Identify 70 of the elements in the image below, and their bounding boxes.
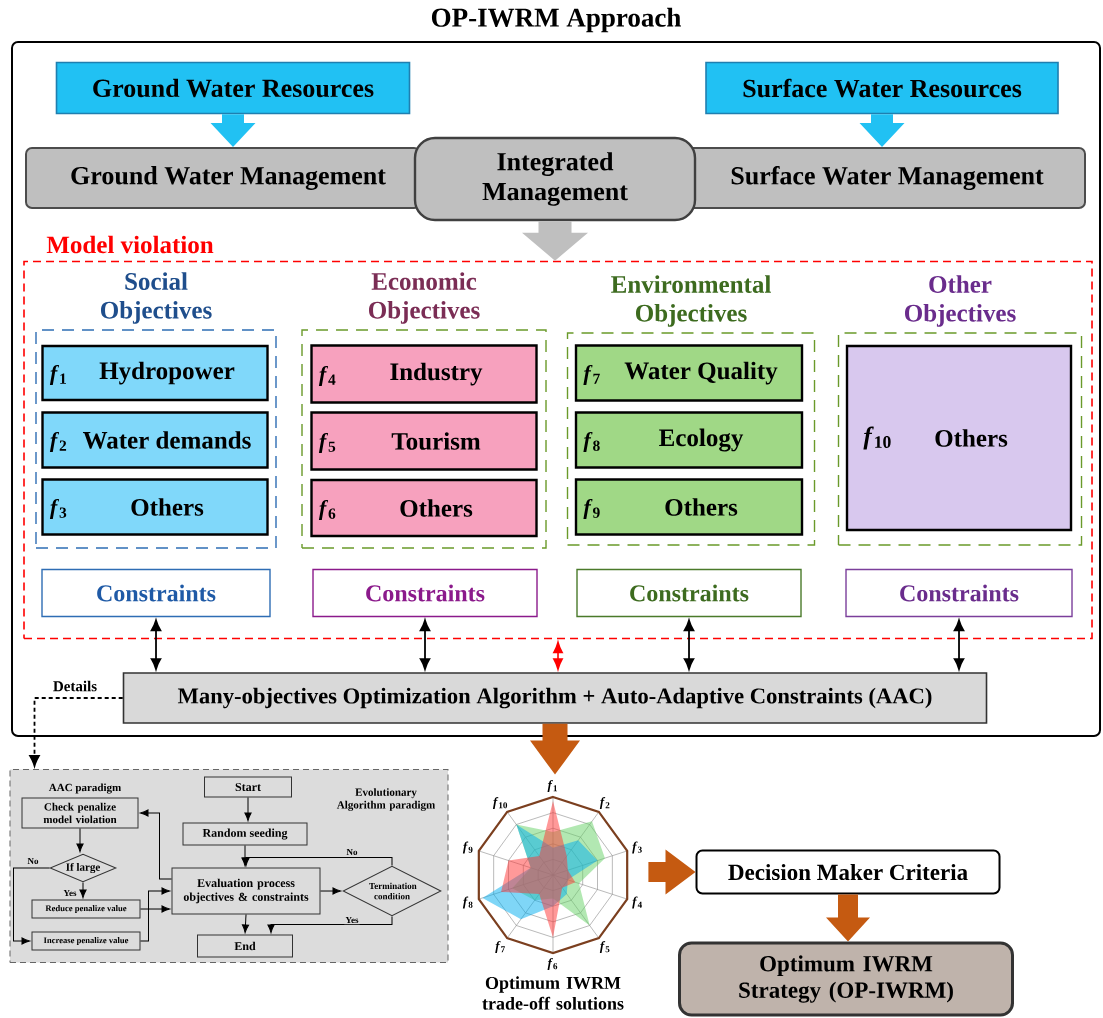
block-arrow (826, 894, 870, 942)
arrow (683, 619, 695, 670)
objective-box: f$_{1}$ Hydropower (41, 344, 269, 402)
constraints-box: Constraints (576, 568, 802, 618)
block-arrow (210, 114, 256, 147)
node-label: Environmental Objectives (611, 275, 771, 327)
dashed-arrow (29, 697, 124, 767)
arrow (419, 619, 431, 670)
process-box: Random seeding (182, 822, 308, 846)
arrow (79, 882, 87, 899)
process-box: Reduce penalize value (31, 899, 141, 919)
process-box: Start (204, 776, 292, 798)
axis-label: f$_{10}$ (492, 797, 508, 809)
arrow (139, 809, 172, 880)
edge-label: Yes (344, 915, 360, 925)
arrow (76, 828, 84, 853)
process-box: Evaluation process objectives & constraints (171, 867, 321, 915)
constraints-box: Constraints (312, 568, 538, 618)
objective-box: f$_{9}$ Others (574, 478, 804, 536)
block-arrow (522, 221, 588, 261)
management-box: Surface Water Management (678, 147, 1086, 209)
objective-box: f$_{3}$ Others (41, 478, 269, 536)
arrow (953, 619, 965, 670)
arrow (241, 914, 250, 934)
chart-caption: Optimum IWRM trade-off solutions (482, 976, 624, 1010)
algorithm-box: Many-objectives Optimization Algorithm + Auto-Adaptive Constraints (AAC) (122, 672, 988, 724)
axis-label: f$_{2}$ (599, 797, 610, 809)
objective-box: f$_{6}$ Others (310, 478, 538, 538)
node-label: OP-IWRM Approach (431, 7, 681, 33)
axis-label: f$_{8}$ (462, 896, 473, 909)
axis-label: f$_{5}$ (599, 941, 610, 953)
block-arrow (530, 723, 580, 775)
criteria-box: Decision Maker Criteria (695, 849, 1001, 895)
edge-label: No (26, 856, 40, 866)
process-box: Check penalize model violation (21, 797, 139, 829)
constraints-box: Constraints (845, 568, 1073, 618)
block-arrow (648, 849, 696, 895)
objective-box: f$_{2}$ Water demands (41, 411, 269, 469)
objective-box: f$_{8}$ Ecology (574, 411, 804, 469)
arrow (140, 887, 171, 942)
node-label: Other Objectives (905, 275, 1016, 327)
arrow (150, 619, 162, 670)
process-box: Increase penalize value (31, 931, 141, 951)
axis-label: f$_{7}$ (495, 941, 505, 953)
strategy-box: Optimum IWRM Strategy (OP-IWRM) (678, 941, 1014, 1017)
arrow (267, 916, 393, 934)
arrow (13, 867, 50, 945)
resource-box: Surface Water Resources (705, 61, 1059, 115)
arrow (553, 641, 563, 670)
objective-box: f$_{4}$ Industry (310, 344, 538, 404)
edge-label: Yes (62, 888, 78, 898)
axis-label: f$_{9}$ (462, 841, 473, 854)
node-label: Social Objectives (101, 272, 212, 324)
edge-label: No (345, 847, 359, 857)
arrow (320, 887, 342, 895)
objective-box: f$_{10}$ Others (845, 344, 1073, 532)
integrated-management-box: Integrated Management (413, 136, 697, 222)
objective-box: f$_{7}$ Water Quality (574, 344, 804, 402)
arrow (242, 857, 393, 867)
node-label: Model violation (46, 235, 214, 254)
management-box: Ground Water Management (25, 147, 421, 209)
constraints-box: Constraints (41, 568, 271, 618)
node-label: Economic Objectives (369, 272, 480, 324)
arrow (244, 797, 252, 822)
block-arrow (859, 114, 905, 147)
resource-box: Ground Water Resources (55, 61, 411, 115)
objective-box: f$_{5}$ Tourism (310, 411, 538, 471)
arrow (140, 905, 171, 913)
process-box: End (197, 934, 293, 958)
edge-label: Details (51, 679, 99, 693)
